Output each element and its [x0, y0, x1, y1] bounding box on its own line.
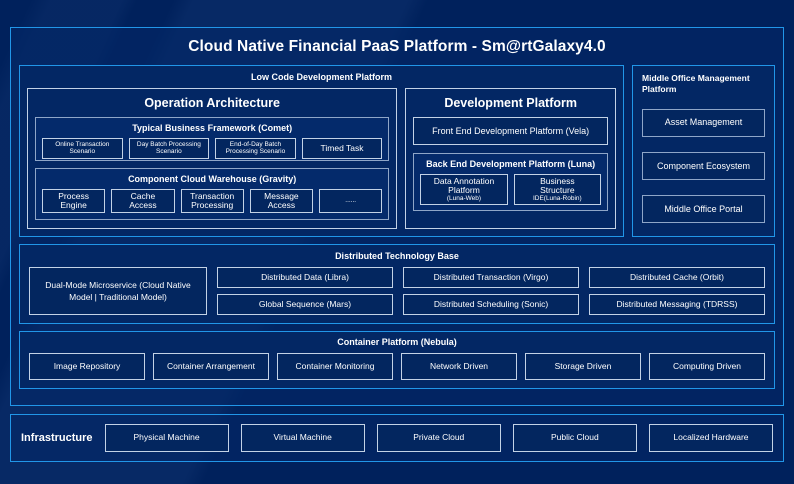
distributed-pair-3: Distributed Cache (Orbit) Distributed Me… [589, 267, 765, 315]
chip-global-sequence[interactable]: Global Sequence (Mars) [217, 294, 393, 315]
component-warehouse-items: Process Engine Cache Access Transaction [42, 189, 383, 214]
chip-front-end-development-platform[interactable]: Front End Development Platform (Vela) [413, 117, 608, 145]
chip-end-of-day-batch-processing-scenario[interactable]: End-of-Day Batch Processing Scenario [215, 138, 296, 159]
chip-line-1: Process [58, 191, 89, 201]
chip-asset-management[interactable]: Asset Management [642, 108, 765, 137]
chip-line-2: Structure [540, 185, 575, 196]
chip-line-1: Business [540, 176, 575, 186]
back-end-development-platform-title: Back End Development Platform (Luna) [426, 159, 596, 169]
chip-distributed-messaging[interactable]: Distributed Messaging (TDRSS) [589, 294, 765, 315]
business-framework-items: Online Transaction Scenario Day Batch Pr… [42, 138, 383, 159]
low-code-columns: Operation Architecture Typical Business … [27, 88, 616, 229]
distributed-technology-base: Distributed Technology Base Dual-Mode Mi… [19, 244, 775, 324]
chip-distributed-scheduling[interactable]: Distributed Scheduling (Sonic) [403, 294, 579, 315]
distributed-technology-base-title: Distributed Technology Base [335, 251, 459, 261]
development-platform-panel: Development Platform Front End Developme… [405, 88, 616, 229]
chip-business-structure-ide[interactable]: Business Structure IDE(Luna-Robin) [513, 174, 601, 206]
distributed-technology-pairs: Distributed Data (Libra) Global Sequence… [217, 267, 765, 315]
infrastructure-items: Physical Machine Virtual Machine Private… [104, 424, 773, 452]
chip-timed-task[interactable]: Timed Task [301, 138, 383, 159]
container-platform-items: Image Repository Container Arrangement C… [29, 353, 765, 380]
chip-distributed-transaction[interactable]: Distributed Transaction (Virgo) [403, 267, 579, 288]
chip-line-3: (Luna-Web) [446, 195, 482, 203]
infrastructure-label: Infrastructure [21, 432, 93, 444]
container-platform-title: Container Platform (Nebula) [337, 337, 457, 347]
chip-day-batch-processing-scenario[interactable]: Day Batch Processing Scenario [128, 138, 210, 159]
chip-middle-office-portal[interactable]: Middle Office Portal [642, 195, 765, 224]
chip-container-monitoring[interactable]: Container Monitoring [277, 353, 393, 380]
middle-office-items: Asset Management Component Ecosystem Mid… [642, 105, 765, 227]
chip-storage-driven[interactable]: Storage Driven [525, 353, 641, 380]
infrastructure-panel: Infrastructure Physical Machine Virtual … [10, 414, 784, 462]
chip-physical-machine[interactable]: Physical Machine [104, 424, 229, 452]
back-end-items: Data Annotation Platform (Luna-Web) Busi… [420, 174, 601, 206]
middle-office-management-platform: Middle Office Management Platform Asset … [632, 65, 775, 237]
chip-line-2: Engine [60, 200, 87, 211]
chip-line-1: Data Annotation [433, 176, 495, 186]
operation-architecture-title: Operation Architecture [144, 96, 280, 110]
chip-line-1: Message [264, 191, 299, 201]
distributed-pair-1: Distributed Data (Libra) Global Sequence… [217, 267, 393, 315]
chip-line-1: Cache [130, 191, 156, 201]
chip-computing-driven[interactable]: Computing Driven [649, 353, 765, 380]
chip-distributed-data[interactable]: Distributed Data (Libra) [217, 267, 393, 288]
typical-business-framework-group: Typical Business Framework (Comet) Onlin… [35, 117, 390, 161]
typical-business-framework-title: Typical Business Framework (Comet) [132, 123, 293, 133]
page-title: Cloud Native Financial PaaS Platform - S… [188, 38, 606, 55]
chip-network-driven[interactable]: Network Driven [401, 353, 517, 380]
chip-image-repository[interactable]: Image Repository [29, 353, 145, 380]
middle-office-title: Middle Office Management Platform [642, 73, 750, 95]
platform-body: Low Code Development Platform Operation … [11, 65, 783, 405]
chip-more-ellipsis[interactable]: ...... [319, 189, 383, 214]
chip-message-access[interactable]: Message Access [249, 189, 314, 214]
chip-private-cloud[interactable]: Private Cloud [376, 424, 501, 452]
chip-line-1: Transaction [190, 191, 235, 201]
chip-transaction-processing[interactable]: Transaction Processing [180, 189, 244, 214]
chip-dual-mode-microservice[interactable]: Dual-Mode Microservice (Cloud Native Mod… [29, 267, 207, 315]
low-code-development-platform: Low Code Development Platform Operation … [19, 65, 624, 237]
chip-public-cloud[interactable]: Public Cloud [512, 424, 637, 452]
chip-component-ecosystem[interactable]: Component Ecosystem [642, 151, 765, 180]
chip-process-engine[interactable]: Process Engine [42, 189, 106, 214]
chip-line-2: Access [267, 200, 296, 211]
chip-line-2: Access [129, 200, 157, 211]
chip-line-2: Processing [191, 200, 234, 211]
chip-line-3: IDE(Luna-Robin) [532, 195, 582, 203]
chip-data-annotation-platform[interactable]: Data Annotation Platform (Luna-Web) [420, 174, 508, 206]
component-cloud-warehouse-group: Component Cloud Warehouse (Gravity) Proc… [35, 168, 390, 220]
chip-container-arrangement[interactable]: Container Arrangement [153, 353, 269, 380]
low-code-title: Low Code Development Platform [250, 72, 393, 82]
development-platform-title: Development Platform [444, 96, 577, 110]
chip-online-transaction-scenario[interactable]: Online Transaction Scenario [42, 138, 123, 159]
component-cloud-warehouse-title: Component Cloud Warehouse (Gravity) [128, 174, 297, 184]
back-end-development-platform-group: Back End Development Platform (Luna) Dat… [413, 153, 608, 211]
chip-cache-access[interactable]: Cache Access [111, 189, 175, 214]
operation-architecture-panel: Operation Architecture Typical Business … [27, 88, 398, 229]
row-low-code-and-middle-office: Low Code Development Platform Operation … [19, 65, 775, 237]
container-platform: Container Platform (Nebula) Image Reposi… [19, 331, 775, 389]
chip-distributed-cache[interactable]: Distributed Cache (Orbit) [589, 267, 765, 288]
chip-line-2: Platform [448, 185, 480, 196]
chip-localized-hardware[interactable]: Localized Hardware [648, 424, 773, 452]
distributed-pair-2: Distributed Transaction (Virgo) Distribu… [403, 267, 579, 315]
chip-virtual-machine[interactable]: Virtual Machine [240, 424, 365, 452]
platform-frame: Cloud Native Financial PaaS Platform - S… [10, 27, 784, 406]
distributed-technology-base-grid: Dual-Mode Microservice (Cloud Native Mod… [29, 267, 765, 315]
